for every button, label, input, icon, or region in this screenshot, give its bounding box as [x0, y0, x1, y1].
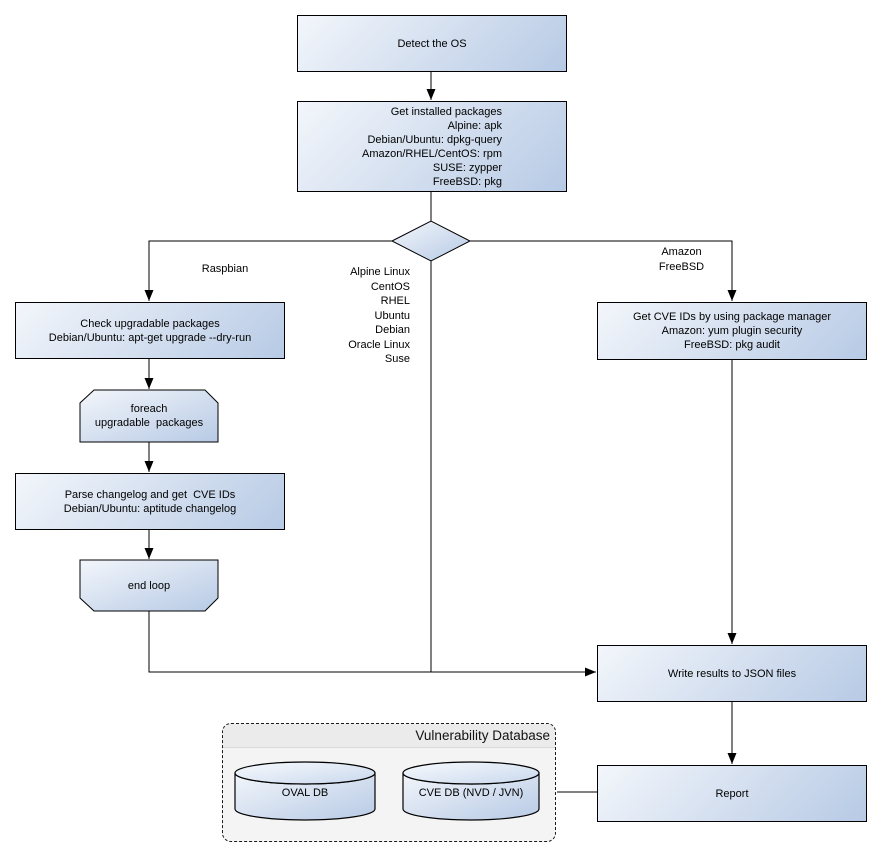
node-parse-changelog: Parse changelog and get CVE IDs Debian/U…	[15, 473, 285, 530]
node-report-label: Report	[715, 787, 749, 800]
decision-diamond	[390, 220, 472, 262]
node-line: Amazon: yum plugin security	[661, 325, 803, 337]
edge-label-text: RHEL	[380, 295, 410, 307]
foreach-loop-label: foreach upgradable packages	[80, 390, 218, 442]
node-check-upgradable-packages: Check upgradable packages Debian/Ubuntu:…	[15, 302, 285, 359]
edge-label-text: Raspbian	[201, 263, 249, 275]
connectors	[144, 71, 737, 793]
node-write-results-label: Write results to JSON files	[667, 667, 797, 680]
edge-label-text: Amazon	[661, 246, 702, 258]
node-detect-os-label: Detect the OS	[397, 37, 467, 50]
node-write-results: Write results to JSON files	[597, 645, 867, 702]
edge-decision-to-get-cve	[470, 240, 737, 301]
node-get-installed-packages: Get installed packages Alpine: apk Debia…	[297, 101, 567, 192]
vulnerability-database-title: Vulnerability Database	[415, 728, 550, 743]
edge-decision-to-check-upgradable	[144, 240, 392, 301]
node-line: Get CVE IDs by using package manager	[632, 311, 832, 323]
end-loop-shape	[79, 559, 219, 612]
edge-label-text: Ubuntu	[374, 309, 410, 322]
cve-db-text: CVE DB (NVD / JVN)	[418, 787, 524, 799]
node-line: FreeBSD: pkg audit	[683, 339, 780, 351]
end-loop-label: end loop	[80, 560, 218, 611]
node-line: Amazon/RHEL/CentOS: rpm	[362, 147, 502, 160]
node-line: Alpine: apk	[447, 119, 502, 132]
node-line: Parse changelog and get CVE IDs	[64, 488, 236, 501]
edge-label-text: FreeBSD	[658, 260, 705, 273]
edge-label-text: Oracle Linux	[348, 338, 410, 351]
edge-label-os-list: Alpine Linux CentOS RHEL Ubuntu Debian O…	[315, 265, 410, 367]
foreach-loop-shape	[79, 389, 219, 443]
node-line: SUSE: zypper	[432, 161, 502, 174]
end-loop-text: end loop	[127, 579, 171, 592]
edge-label-amazon-freebsd: Amazon FreeBSD	[644, 245, 719, 274]
node-line: upgradable packages	[94, 417, 204, 429]
edge-label-text: Debian	[375, 324, 410, 336]
node-line: FreeBSD: pkg	[432, 175, 502, 188]
node-line: Debian/Ubuntu: dpkg-query	[367, 133, 502, 146]
node-report: Report	[597, 765, 867, 822]
node-line: Debian/Ubuntu: apt-get upgrade --dry-run	[48, 331, 252, 344]
vulnerability-database-header: Vulnerability Database	[223, 724, 555, 748]
node-detect-os: Detect the OS	[297, 15, 567, 72]
cve-db-cylinder	[402, 761, 540, 821]
node-line: Get installed packages	[390, 105, 502, 118]
cve-db-label: CVE DB (NVD / JVN)	[403, 783, 539, 803]
oval-db-label: OVAL DB	[237, 783, 373, 803]
oval-db-cylinder	[234, 761, 376, 821]
edge-label-text: Suse	[384, 353, 410, 365]
node-get-cve-ids-pkg-manager: Get CVE IDs by using package manager Ama…	[597, 302, 867, 360]
oval-db-text: OVAL DB	[281, 787, 329, 799]
edge-label-text: CentOS	[370, 280, 410, 293]
edge-to-write-results	[148, 611, 596, 677]
edge-label-text: Alpine Linux	[350, 266, 410, 278]
node-line: foreach	[130, 403, 168, 415]
edge-label-raspbian: Raspbian	[185, 262, 265, 277]
node-line: Check upgradable packages	[80, 317, 220, 330]
node-line: Debian/Ubuntu: aptitude changelog	[63, 502, 237, 515]
